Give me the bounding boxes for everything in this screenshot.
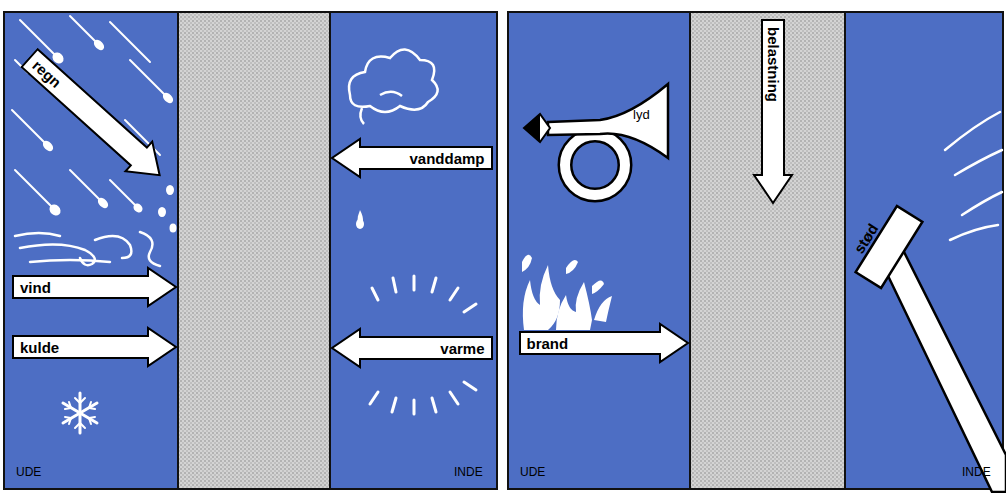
text-label: INDE [454, 466, 483, 478]
arrow-box: belastning [752, 19, 794, 205]
arrow-label: vanddamp [409, 151, 484, 166]
arrow-box: varme [330, 327, 493, 369]
arrow-box: brand [519, 322, 690, 364]
text-label: lyd [633, 108, 650, 121]
arrow-box: kulde [12, 326, 178, 368]
text-label: UDE [16, 466, 41, 478]
arrow-box: vanddamp [330, 137, 493, 179]
arrow-label: belastning [766, 27, 781, 102]
arrow-label: brand [527, 336, 569, 351]
arrow-label: varme [440, 341, 484, 356]
text-label: INDE [962, 466, 991, 478]
arrow-label: kulde [20, 340, 59, 355]
arrow-label: vind [20, 280, 51, 295]
text-label: UDE [520, 466, 545, 478]
arrow-box: vind [12, 266, 178, 308]
